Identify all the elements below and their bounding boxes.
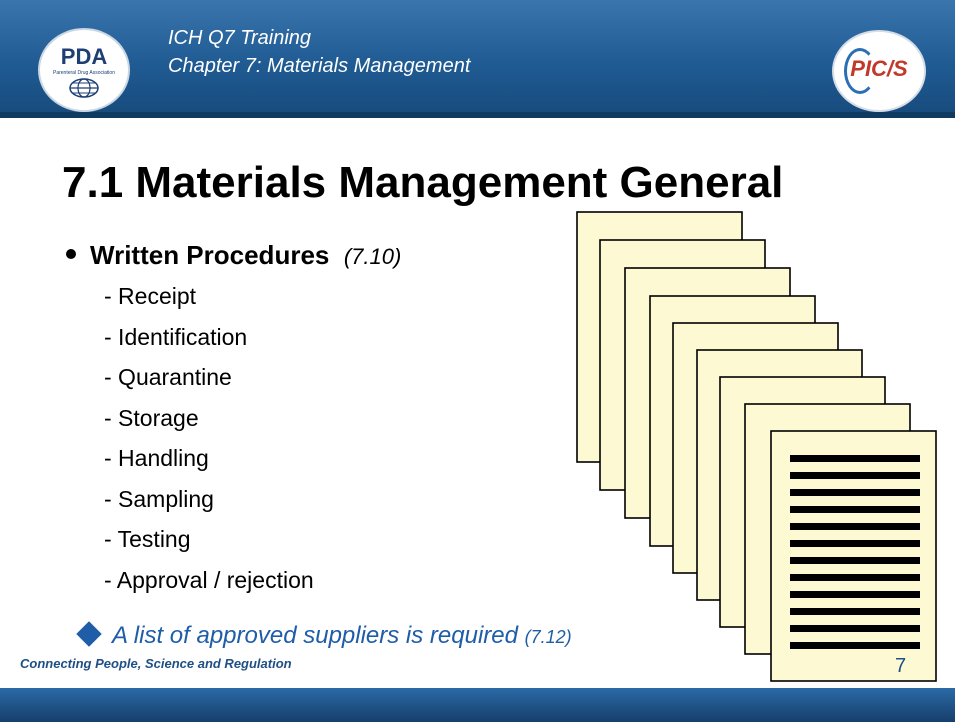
list-item: - Sampling [104, 485, 214, 512]
list-item: - Testing [104, 526, 191, 552]
bullet-reference: (7.10) [343, 244, 402, 269]
footer-tagline: Connecting People, Science and Regulatio… [20, 656, 292, 671]
list-item: - Identification [104, 323, 248, 350]
list-item: - Approval / rejection [104, 566, 314, 593]
note-text: A list of approved suppliers is required [112, 622, 525, 649]
list-item: - Handling [104, 445, 209, 471]
pda-logo-text: PDA [60, 44, 108, 69]
pics-logo: PIC/S [832, 30, 926, 112]
pics-ring-icon [844, 48, 876, 94]
diamond-bullet-icon [76, 621, 102, 647]
procedure-list: - Receipt - Identification - Quarantine … [104, 283, 314, 607]
header-divider [0, 112, 955, 118]
header-bar [0, 0, 955, 118]
header-line-1: ICH Q7 Training [168, 27, 312, 49]
globe-icon [69, 78, 99, 98]
pda-logo: PDA Parenteral Drug Association [38, 28, 130, 112]
list-item: - Receipt [104, 283, 197, 309]
note-reference: (7.12) [524, 627, 572, 647]
list-item: - Quarantine [104, 364, 232, 390]
header-line-2: Chapter 7: Materials Management [168, 55, 471, 77]
pics-logo-text: PIC/S [850, 56, 908, 81]
bullet-written-procedures: Written Procedures (7.10) [66, 240, 401, 271]
page-number: 7 [895, 655, 907, 677]
list-item: - Storage [104, 404, 199, 431]
footer-bar [0, 688, 955, 722]
bullet-dot-icon [66, 249, 76, 260]
supplier-note: A list of approved suppliers is required… [76, 621, 572, 650]
slide-title: 7.1 Materials Management General [62, 158, 784, 207]
header-title: ICH Q7 Training Chapter 7: Materials Man… [168, 24, 470, 80]
bullet-heading: Written Procedures [90, 240, 330, 270]
pda-logo-subtext: Parenteral Drug Association [53, 70, 115, 76]
